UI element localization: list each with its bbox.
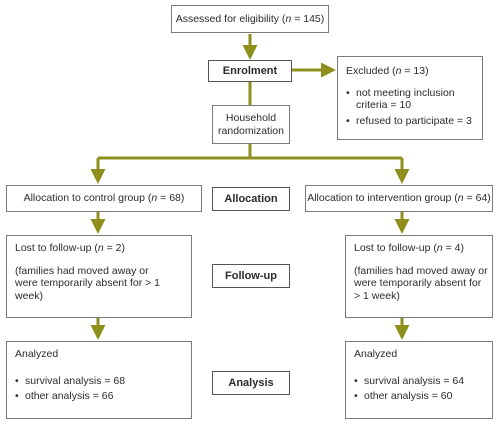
stage-analysis: Analysis [212, 371, 290, 395]
assessed-box: Assessed for eligibility (n = 145) [171, 5, 329, 33]
intervention-lost-box: Lost to follow-up (n = 4) (families had … [345, 235, 493, 318]
stage-enrolment-label: Enrolment [222, 64, 278, 77]
assessed-label: Assessed for eligibility (n = 145) [175, 12, 325, 25]
intervention-analysis-other: other analysis = 60 [354, 390, 484, 403]
intervention-analyzed-label: Analyzed [354, 348, 398, 360]
intervention-allocation-label: Allocation to intervention group (n = 64… [307, 192, 491, 205]
intervention-lost-reason: (families had moved away or were tempora… [354, 264, 488, 302]
stage-enrolment: Enrolment [208, 60, 292, 82]
control-analyzed-label: Analyzed [15, 348, 59, 360]
excluded-item-refused: refused to participate = 3 [346, 115, 474, 128]
control-lost-label: Lost to follow-up (n = 2) [15, 242, 126, 254]
stage-allocation-label: Allocation [224, 192, 278, 205]
intervention-allocation-box: Allocation to intervention group (n = 64… [305, 185, 493, 212]
control-allocation-box: Allocation to control group (n = 68) [6, 185, 202, 212]
stage-followup-label: Follow-up [225, 269, 277, 282]
excluded-item-criteria: not meeting inclusion criteria = 10 [346, 87, 474, 112]
control-analyzed-box: Analyzed survival analysis = 68 other an… [6, 341, 192, 419]
intervention-analyzed-box: Analyzed survival analysis = 64 other an… [345, 341, 493, 419]
control-lost-box: Lost to follow-up (n = 2) (families had … [6, 235, 192, 318]
control-lost-reason: (families had moved away or were tempora… [15, 264, 161, 302]
excluded-title: Excluded (n = 13) [346, 65, 429, 77]
stage-analysis-label: Analysis [228, 376, 274, 389]
control-analysis-other: other analysis = 66 [15, 390, 183, 403]
stage-allocation: Allocation [212, 187, 290, 211]
control-allocation-label: Allocation to control group (n = 68) [23, 192, 185, 205]
control-analysis-survival: survival analysis = 68 [15, 375, 183, 388]
intervention-analysis-survival: survival analysis = 64 [354, 375, 484, 388]
intervention-lost-label: Lost to follow-up (n = 4) [354, 242, 465, 254]
randomization-label: Household randomization [218, 112, 284, 137]
stage-followup: Follow-up [212, 264, 290, 288]
randomization-box: Household randomization [212, 105, 290, 144]
excluded-box: Excluded (n = 13) not meeting inclusion … [337, 56, 483, 140]
